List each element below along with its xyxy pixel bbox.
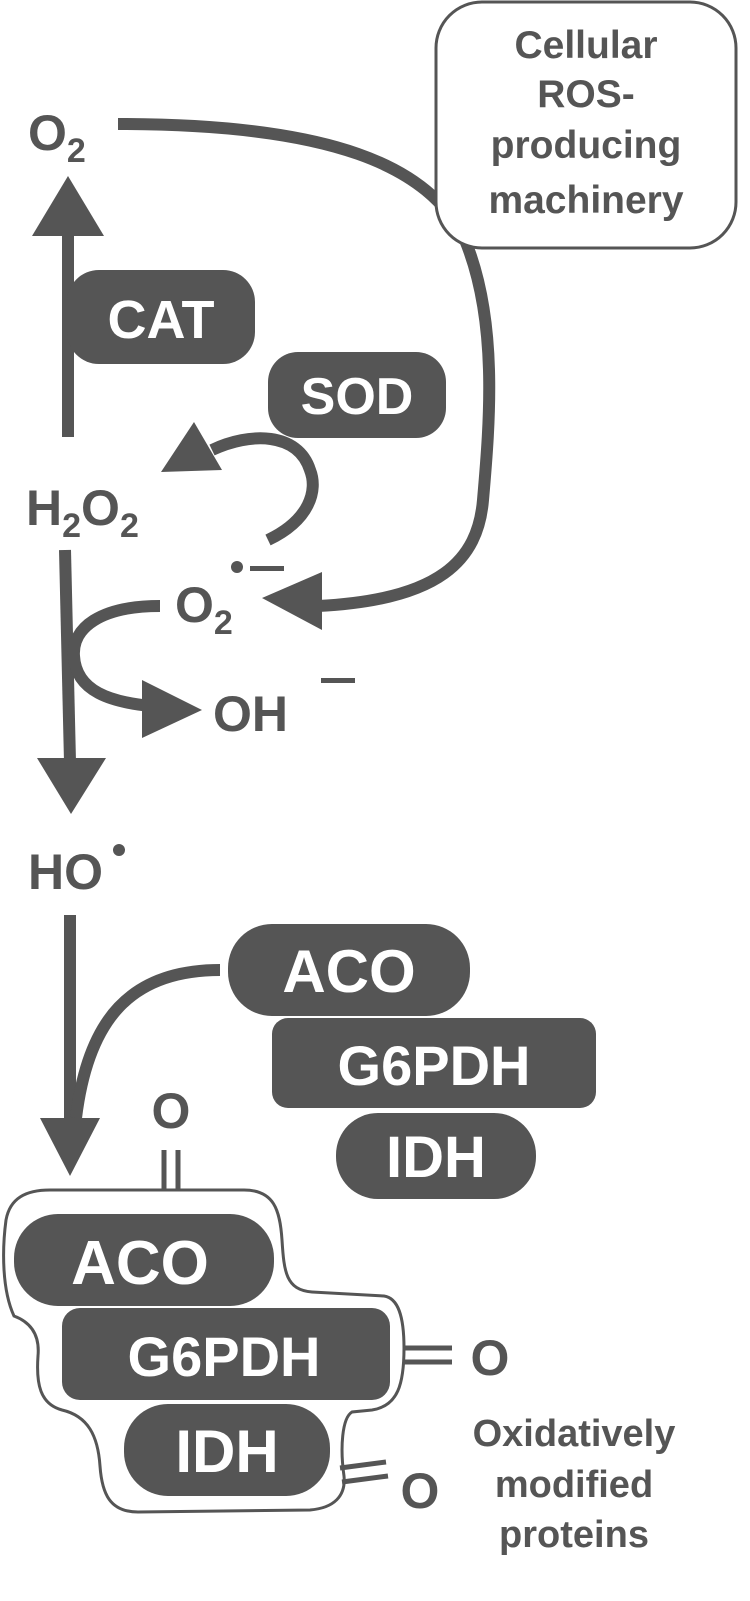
arrow-aco-join-shaft [70, 964, 221, 1119]
oxo-right-label: O [471, 1330, 510, 1386]
arrow-shafts [59, 118, 496, 1122]
arrowhead-oh [142, 680, 202, 738]
ros-machinery-label: Cellular ROS- producing machinery [488, 24, 683, 222]
ros-machinery-box [434, 0, 738, 250]
pill-idh-native: IDH [336, 1113, 536, 1199]
modified-pills: ACO G6PDH IDH [14, 1214, 390, 1496]
double-bond-bottom-a [339, 1459, 387, 1471]
machinery-line-1: Cellular [514, 24, 657, 67]
aco-modified-label: ACO [71, 1229, 209, 1298]
caption-line-3: proteins [499, 1514, 649, 1556]
arrowhead-ho [37, 758, 106, 814]
arrow-sod-shaft [209, 432, 319, 546]
double-bond-bottom-b [341, 1473, 389, 1485]
arrowhead-o2 [32, 176, 104, 236]
sod-label: SOD [301, 368, 414, 426]
pill-aco-modified: ACO [14, 1214, 274, 1306]
machinery-line-4: machinery [488, 179, 683, 222]
arrowhead-h2o2 [161, 422, 222, 472]
idh-modified-label: IDH [175, 1418, 278, 1485]
carbonyl-bonds [161, 1150, 452, 1485]
svg-text:OH: OH [213, 686, 288, 742]
hydroxide-charge [321, 678, 355, 683]
pill-g6pdh-modified: G6PDH [62, 1308, 390, 1400]
label-h2o2: H2O2 [26, 480, 139, 545]
superoxide-radical-dot [231, 561, 243, 573]
label-o2: O2 [28, 105, 86, 170]
svg-text:HO: HO [28, 844, 103, 900]
svg-text:O2: O2 [175, 577, 233, 642]
hydroxyl-radical-dot [113, 844, 125, 856]
label-superoxide: O2 [175, 561, 284, 642]
machinery-line-2: ROS- [537, 73, 635, 116]
arrow-heads [32, 176, 322, 1176]
pill-sod: SOD [268, 352, 446, 438]
arrowhead-superoxide [262, 572, 322, 630]
idh-native-label: IDH [386, 1125, 486, 1190]
oxo-top-label: O [152, 1083, 191, 1139]
aco-native-label: ACO [282, 938, 415, 1005]
g6pdh-modified-label: G6PDH [128, 1325, 321, 1388]
label-hydroxyl-radical: HO [28, 844, 125, 900]
arrowhead-protein [40, 1118, 100, 1176]
pill-cat: CAT [67, 270, 255, 364]
oxidized-protein-caption: Oxidatively modified proteins [473, 1413, 676, 1556]
arrow-h2o2-to-ho-shaft [59, 549, 76, 763]
caption-line-2: modified [495, 1464, 653, 1506]
pill-aco-native: ACO [228, 924, 470, 1016]
caption-line-1: Oxidatively [473, 1413, 676, 1455]
machinery-line-3: producing [491, 124, 682, 167]
pill-idh-modified: IDH [124, 1404, 330, 1496]
oxo-bottom-label: O [401, 1463, 440, 1519]
pill-g6pdh-native: G6PDH [272, 1018, 596, 1108]
superoxide-charge [250, 566, 284, 571]
arrow-superoxide-to-oh-shaft [67, 600, 161, 712]
g6pdh-native-label: G6PDH [338, 1034, 531, 1097]
label-hydroxide: OH [213, 678, 355, 742]
arrow-o2-to-superoxide-shaft [117, 118, 496, 612]
cat-label: CAT [108, 290, 215, 350]
